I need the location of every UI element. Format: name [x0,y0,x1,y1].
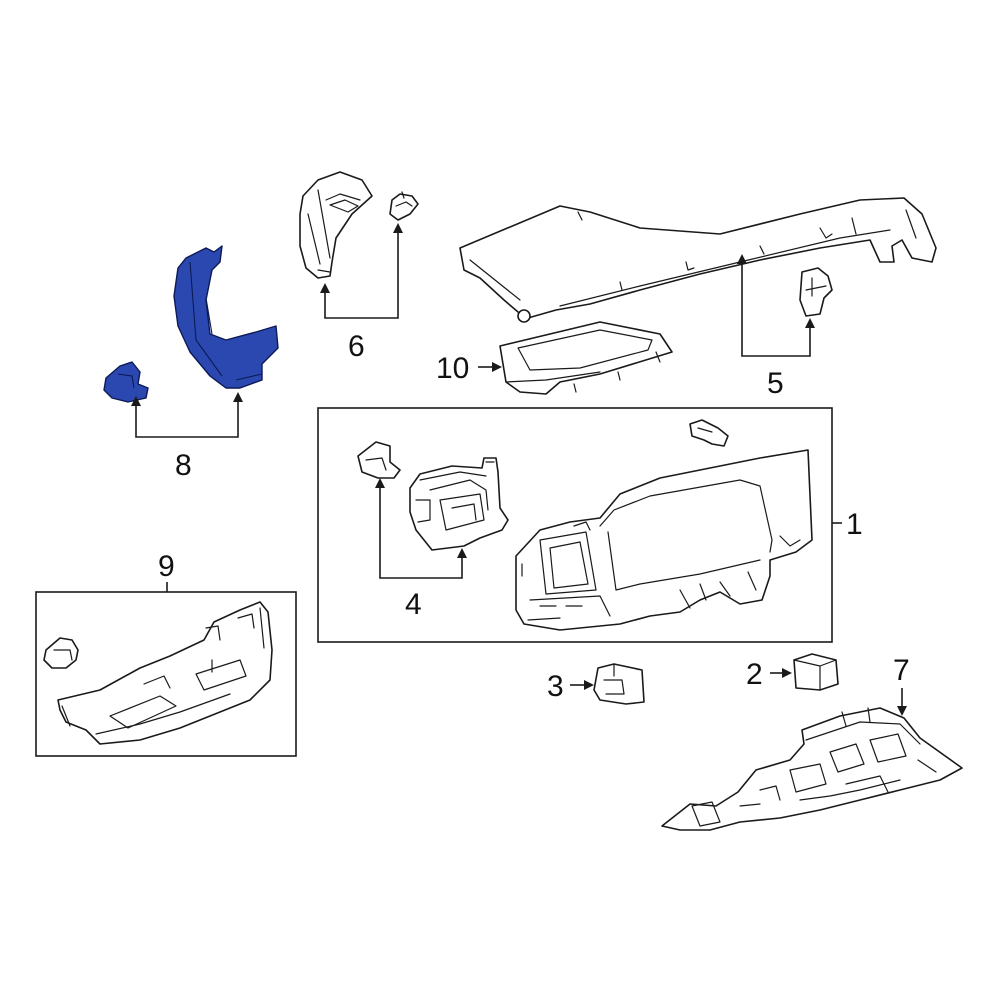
part-1-clip[interactable] [689,419,729,447]
callout-8: 8 [175,449,192,482]
part-5-bracket[interactable] [799,267,833,317]
callout-10: 10 [436,352,469,385]
part-2-block[interactable] [793,653,839,691]
part-9-clip[interactable] [43,637,79,669]
callout-7: 7 [893,654,910,687]
callout-3: 3 [547,670,564,703]
part-9-group-box [35,591,297,757]
callout-1: 1 [846,508,863,541]
part-4-shifter[interactable] [409,457,509,551]
callout-2: 2 [746,658,763,691]
part-7-lower-panel[interactable] [661,707,963,831]
part-6-cover[interactable] [299,171,373,279]
callout-10-leader [478,362,502,372]
callout-6-leader [320,223,403,319]
callout-8-leader [131,392,243,438]
part-1-group-box [317,407,833,643]
callout-3-leader [570,680,594,690]
callout-5: 5 [767,367,784,400]
callout-9: 9 [158,550,175,583]
part-8-clip[interactable] [103,361,149,403]
callout-2-leader [770,668,792,678]
part-8-panel[interactable] [173,245,279,389]
callout-4-leader [375,478,467,579]
callout-7-leader [897,688,907,716]
part-4-clip[interactable] [357,441,401,479]
part-9-side-panel[interactable] [57,601,273,745]
part-3-bracket[interactable] [593,663,645,705]
part-6-clip[interactable] [389,191,419,221]
callout-4: 4 [405,588,422,621]
part-5-console-panel[interactable] [459,197,937,323]
part-1-console-body[interactable] [515,449,813,631]
callout-5-leader [737,254,815,357]
callout-6: 6 [348,330,365,363]
part-10-tray[interactable] [499,321,673,395]
